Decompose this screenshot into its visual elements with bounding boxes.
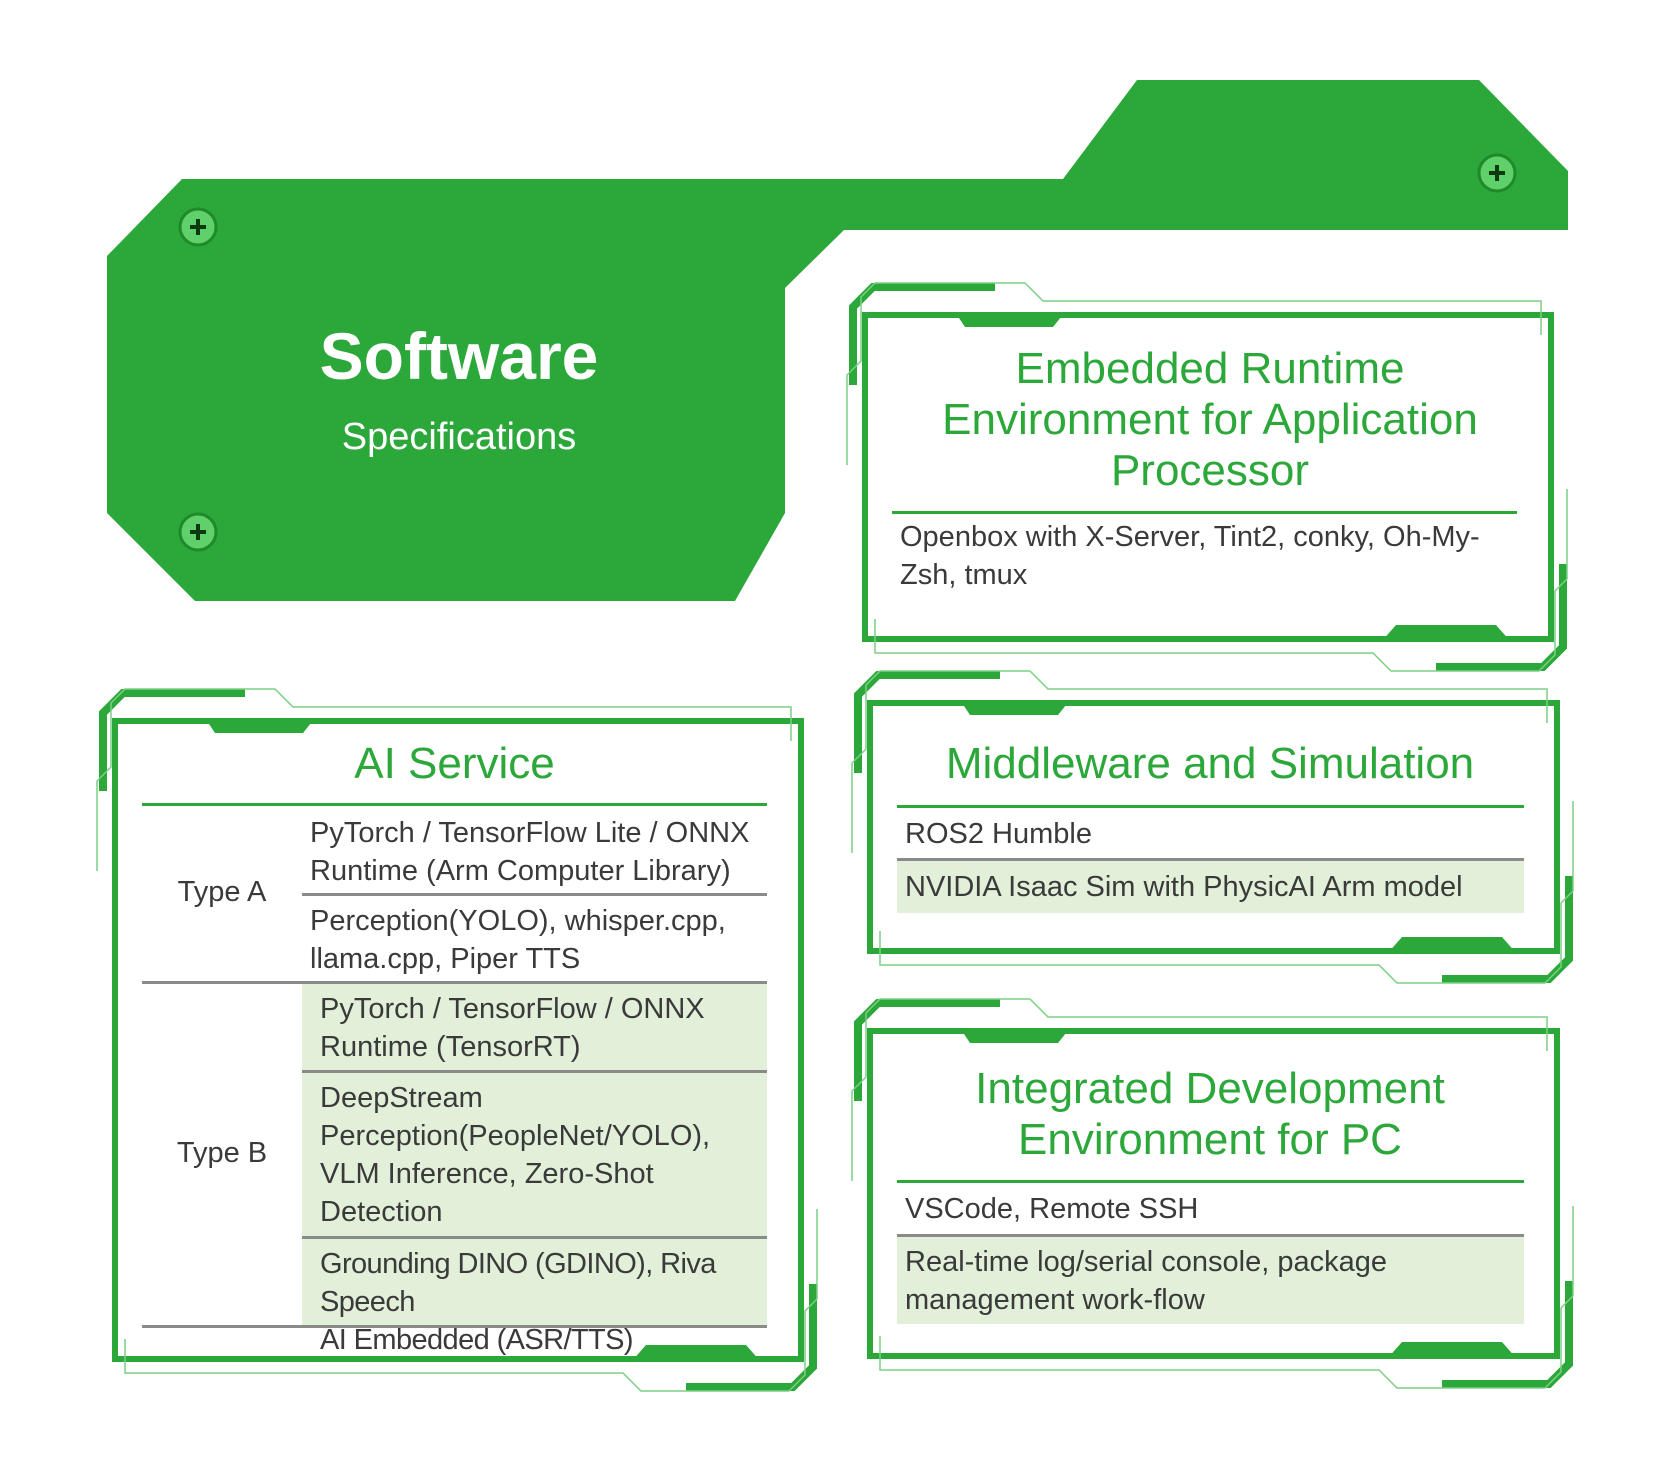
ide-card-tab bbox=[960, 1028, 1070, 1043]
title-line: Integrated Development bbox=[975, 1064, 1445, 1113]
card-title: Embedded Runtime Environment for Applica… bbox=[880, 343, 1540, 496]
middleware-card-frame bbox=[867, 700, 1560, 954]
ide-card-thin-line bbox=[879, 1206, 1574, 1389]
table-cell: VSCode, Remote SSH bbox=[905, 1193, 1199, 1225]
row-divider bbox=[302, 893, 767, 896]
group-divider bbox=[142, 981, 767, 984]
embedded-card-tab bbox=[1381, 625, 1511, 642]
title-line: Processor bbox=[1110, 446, 1310, 495]
cell-line: management work-flow bbox=[905, 1284, 1205, 1316]
ai-service-card-thin-line bbox=[124, 1209, 818, 1392]
card-title: AI Service bbox=[354, 739, 555, 788]
ai-service-card-tab bbox=[205, 718, 315, 733]
ide-card-corner-bracket bbox=[854, 999, 1000, 1101]
cell-line: Perception(PeopleNet/YOLO), bbox=[320, 1120, 711, 1152]
table-cell: Perception(YOLO), whisper.cpp, llama.cpp… bbox=[302, 896, 767, 982]
table-cell: NVIDIA Isaac Sim with PhysicAI Arm model bbox=[897, 861, 1524, 913]
ide-card-tab bbox=[1387, 1342, 1517, 1359]
ide-card-frame bbox=[867, 1028, 1560, 1359]
ide-card-thin-line bbox=[851, 998, 1548, 1181]
divider bbox=[892, 511, 1517, 514]
row-divider bbox=[302, 1236, 767, 1239]
ai-service-card-corner-bracket bbox=[99, 689, 245, 791]
embedded-card-frame bbox=[862, 312, 1554, 642]
cell-line: PyTorch / TensorFlow Lite / ONNX bbox=[310, 817, 750, 849]
cell-line: Perception(YOLO), whisper.cpp, bbox=[310, 905, 726, 937]
table-bottom-rule bbox=[142, 1325, 767, 1328]
screw-icon bbox=[178, 512, 218, 552]
header-panel bbox=[107, 80, 1568, 601]
table-cell: PyTorch / TensorFlow / ONNX Runtime (Ten… bbox=[302, 984, 767, 1070]
body-line: Zsh, tmux bbox=[900, 559, 1028, 591]
page-subtitle: Specifications bbox=[341, 416, 577, 458]
cell-line: Runtime (TensorRT) bbox=[320, 1031, 581, 1063]
type-b-label: Type B bbox=[176, 1137, 268, 1169]
title-line: Embedded Runtime bbox=[1015, 344, 1405, 393]
row-divider bbox=[897, 1234, 1524, 1237]
card-body: Openbox with X-Server, Tint2, conky, Oh-… bbox=[900, 518, 1480, 594]
card-title: Middleware and Simulation bbox=[945, 739, 1475, 788]
cell-line: PyTorch / TensorFlow / ONNX bbox=[320, 993, 705, 1025]
card-title: Integrated Development Environment for P… bbox=[880, 1063, 1540, 1165]
divider bbox=[142, 803, 767, 806]
screw-icon bbox=[178, 207, 218, 247]
cell-line: Real-time log/serial console, package bbox=[905, 1246, 1387, 1278]
table-cell: ROS2 Humble bbox=[905, 818, 1092, 850]
type-a-label: Type A bbox=[177, 876, 267, 908]
middleware-card-tab bbox=[960, 700, 1070, 715]
cell-line: llama.cpp, Piper TTS bbox=[310, 943, 581, 975]
table-cell: DeepStream Perception(PeopleNet/YOLO), V… bbox=[302, 1073, 767, 1236]
title-line: Environment for PC bbox=[1018, 1115, 1402, 1164]
middleware-card-corner-bracket bbox=[854, 671, 1000, 773]
embedded-card-corner-bracket bbox=[849, 283, 995, 385]
cell-line: VLM Inference, Zero-Shot bbox=[320, 1158, 654, 1190]
divider bbox=[897, 1180, 1524, 1183]
middleware-card-thin-line bbox=[851, 670, 1548, 853]
cell-line: Grounding DINO (GDINO), Riva Speech bbox=[320, 1248, 716, 1318]
page-title: Software bbox=[319, 319, 599, 393]
cell-line: Detection bbox=[320, 1196, 443, 1228]
cell-line: AI Embedded (ASR/TTS) bbox=[320, 1324, 634, 1356]
body-line: Openbox with X-Server, Tint2, conky, Oh-… bbox=[900, 521, 1480, 553]
screw-icon bbox=[1477, 153, 1517, 193]
ai-service-card-thin-line bbox=[96, 688, 792, 871]
embedded-card-thin-line bbox=[874, 489, 1568, 672]
ai-service-card-frame bbox=[112, 718, 804, 1362]
table-cell: PyTorch / TensorFlow Lite / ONNX Runtime… bbox=[302, 808, 767, 894]
divider bbox=[897, 805, 1524, 808]
middleware-card-tab bbox=[1387, 937, 1517, 954]
embedded-card-tab bbox=[955, 312, 1065, 327]
row-divider bbox=[897, 858, 1524, 861]
cell-line: DeepStream bbox=[320, 1082, 483, 1114]
title-line: Environment for Application bbox=[942, 395, 1478, 444]
table-cell: Grounding DINO (GDINO), Riva Speech AI E… bbox=[302, 1239, 767, 1356]
embedded-card-thin-line bbox=[846, 282, 1542, 465]
cell-line: Runtime (Arm Computer Library) bbox=[310, 855, 731, 887]
ai-service-card-tab bbox=[631, 1345, 761, 1362]
middleware-card-thin-line bbox=[879, 801, 1574, 984]
table-cell: Real-time log/serial console, package ma… bbox=[897, 1237, 1524, 1324]
row-divider bbox=[302, 1070, 767, 1073]
